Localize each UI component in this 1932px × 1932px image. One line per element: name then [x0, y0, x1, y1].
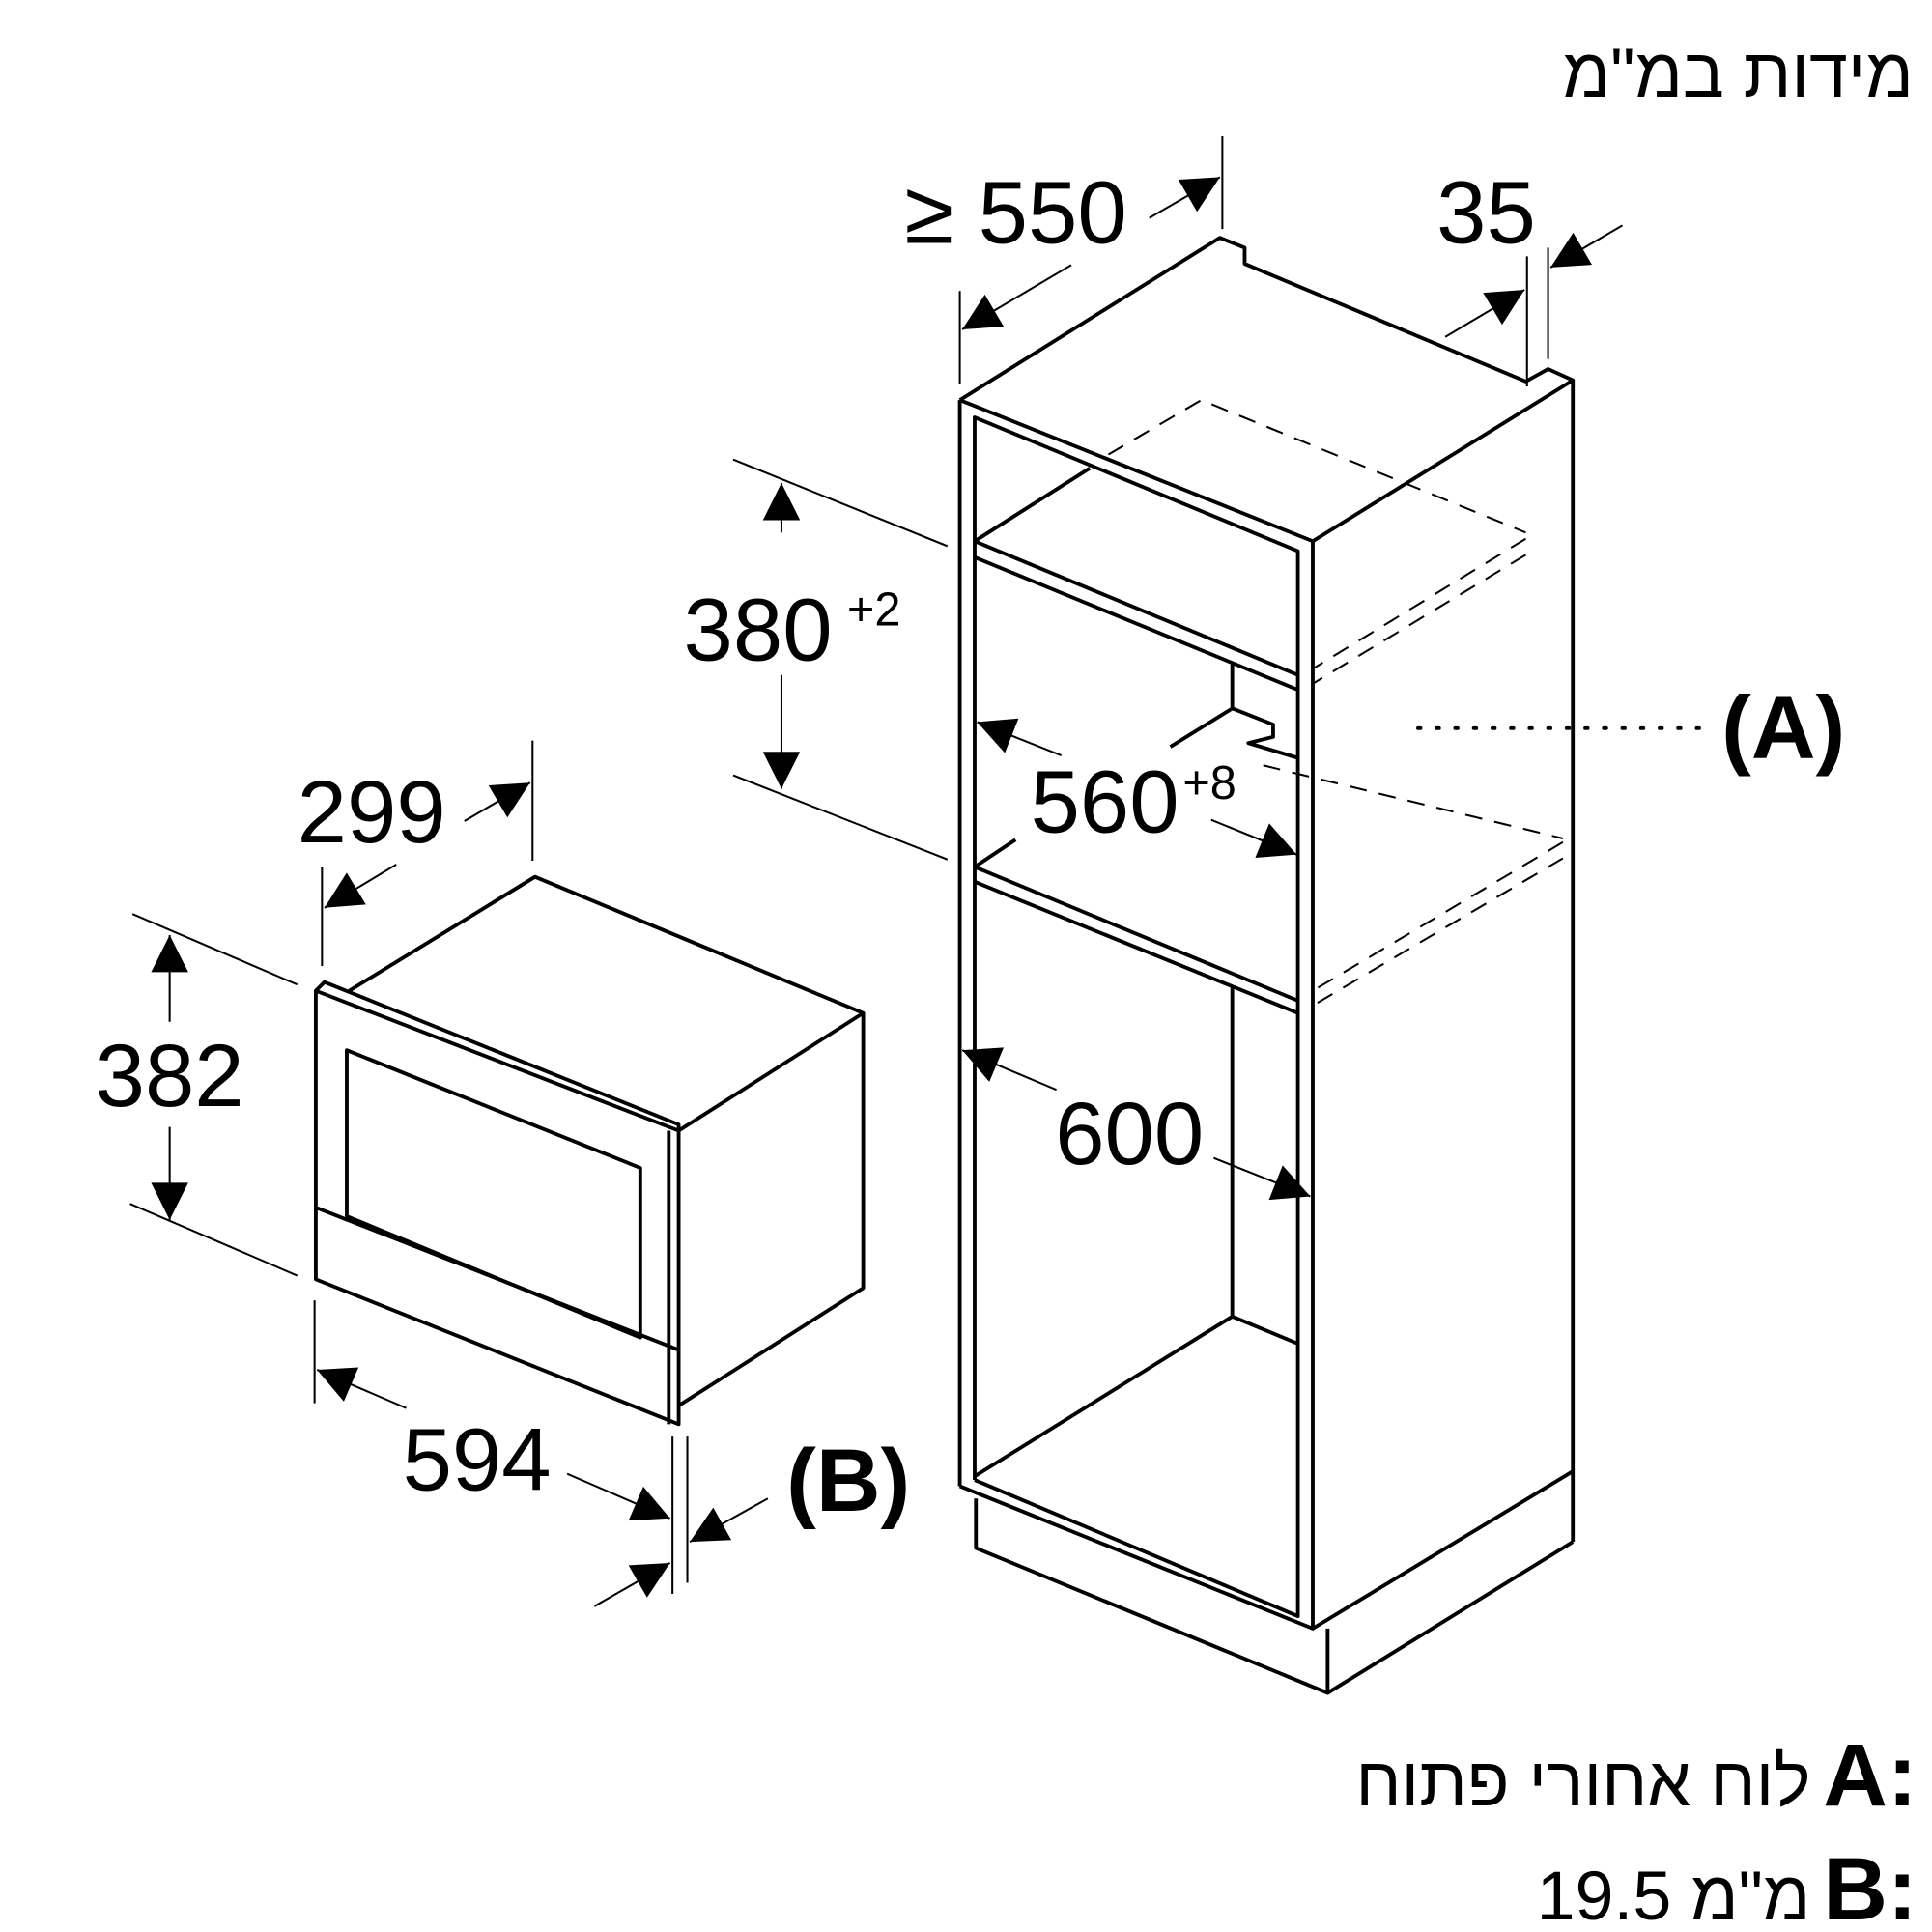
front-thickness-marker: (B)	[786, 1430, 910, 1530]
legend-key-a: A:	[1823, 1724, 1917, 1825]
legend-text-a: לוח אחורי פתוח	[1355, 1744, 1810, 1821]
niche-height-tolerance: +2	[847, 583, 901, 636]
cabinet-drawing	[957, 236, 1705, 1695]
cabinet-depth-label: ≥ 550	[904, 161, 1126, 262]
cabinet-width-label: 600	[1055, 1083, 1204, 1183]
niche-width-label: 560	[1031, 752, 1179, 852]
appliance-depth-label: 299	[298, 761, 446, 862]
niche-height-label: 380	[684, 579, 833, 679]
legend-text-b: 19.5 מ"מ	[1537, 1858, 1811, 1932]
appliance-width-label: 594	[403, 1408, 552, 1509]
back-gap-label: 35	[1436, 161, 1536, 262]
back-panel-marker: (A)	[1721, 677, 1845, 778]
units-title: מידות במ"מ	[1563, 35, 1914, 112]
niche-width-tolerance: +8	[1182, 757, 1236, 810]
appliance-dimensions: 299 382 594 (B)	[96, 740, 910, 1607]
appliance-drawing	[314, 874, 866, 1427]
legend: A: לוח אחורי פתוח B: 19.5 מ"מ	[1355, 1724, 1917, 1932]
cabinet-dimensions: ≥ 550 35 380 +2 560 +8 600 (A)	[684, 136, 1845, 1201]
appliance-height-label: 382	[96, 1025, 244, 1125]
legend-key-b: B:	[1823, 1838, 1917, 1932]
